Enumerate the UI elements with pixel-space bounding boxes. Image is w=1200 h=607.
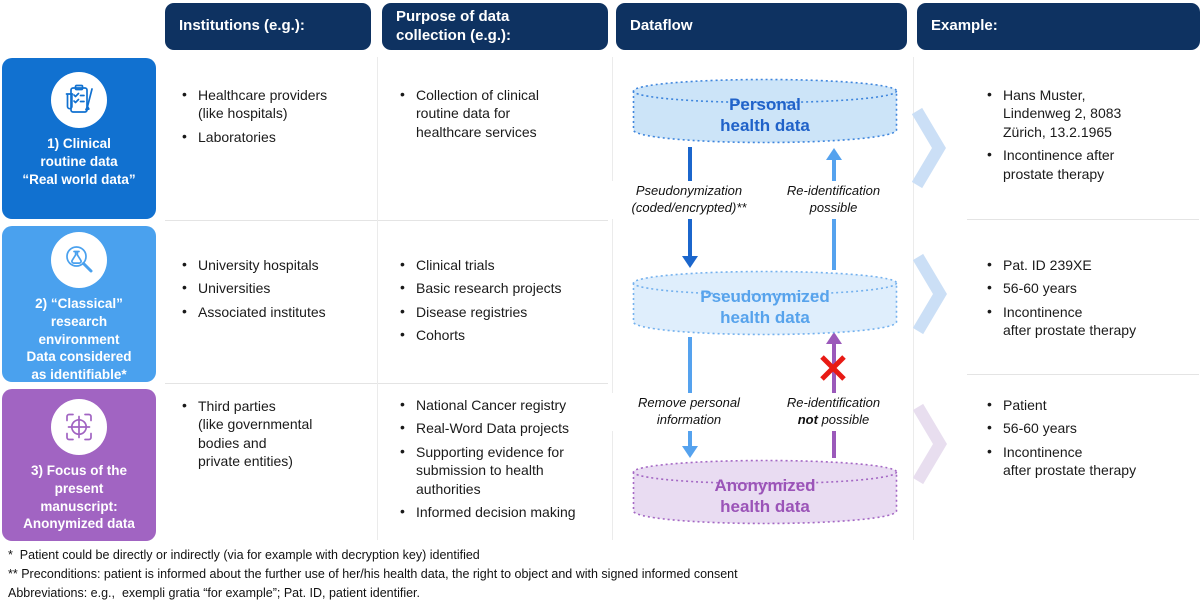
list-item: Informed decision making — [398, 502, 603, 521]
red-cross-icon — [820, 355, 846, 381]
bullet-list: Healthcare providers (like hospitals) La… — [180, 85, 372, 146]
list-item: Collection of clinical routine data for … — [398, 85, 603, 141]
category-box-clinical-routine-data: 1) Clinical routine data “Real world dat… — [2, 58, 156, 219]
bullet-list: Collection of clinical routine data for … — [398, 85, 603, 141]
remove-personal-information-label: Remove personal information — [609, 393, 769, 431]
cylinder-label: Personal health data — [720, 95, 810, 136]
list-item: Cohorts — [398, 325, 603, 344]
category-box-classical-research: 2) “Classical” research environment Data… — [2, 226, 156, 382]
row-separator — [967, 374, 1199, 375]
column-header-example: Example: — [917, 3, 1200, 50]
bullet-list: Hans Muster, Lindenweg 2, 8083 Zürich, 1… — [985, 85, 1190, 183]
column-header-institutions: Institutions (e.g.): — [165, 3, 371, 50]
category-title: 1) Clinical routine data “Real world dat… — [22, 136, 136, 187]
pseudonymized-health-data-cylinder: Pseudonymized health data — [632, 270, 898, 336]
list-item: Associated institutes — [180, 302, 372, 321]
footnote-identified: * Patient could be directly or indirectl… — [8, 548, 480, 562]
label-rest: possible — [817, 411, 870, 427]
row-separator — [165, 220, 608, 221]
database-cylinder-icon — [632, 270, 898, 336]
row-separator — [967, 219, 1199, 220]
magnifier-flask-icon — [51, 232, 107, 288]
list-item: Universities — [180, 278, 372, 297]
list-item: National Cancer registry — [398, 395, 603, 414]
bullet-list: National Cancer registry Real-Word Data … — [398, 395, 603, 522]
bullet-list: Pat. ID 239XE 56-60 years Incontinence a… — [985, 255, 1190, 340]
anonymization-arrow-line — [688, 337, 692, 447]
list-item: Laboratories — [180, 127, 372, 146]
personal-health-data-cylinder: Personal health data — [632, 78, 898, 144]
chevron-right-icon — [913, 403, 947, 485]
label-line1: Re-identification — [786, 395, 881, 410]
list-item: Clinical trials — [398, 255, 603, 274]
anonymized-health-data-cylinder: Anonymized health data — [632, 459, 898, 525]
list-item: Patient — [985, 395, 1190, 414]
chevron-right-icon — [913, 253, 947, 335]
bullet-list: Patient 56-60 years Incontinence after p… — [985, 395, 1190, 480]
chevron-right-icon — [912, 107, 946, 189]
bullet-list: University hospitals Universities Associ… — [180, 255, 372, 321]
category-box-anonymized-data-focus: 3) Focus of the present manuscript: Anon… — [2, 389, 156, 541]
bullet-list: Third parties (like governmental bodies … — [180, 396, 372, 471]
column-separator — [612, 57, 613, 540]
institutions-cell-row1: Healthcare providers (like hospitals) La… — [180, 85, 372, 151]
arrow-down-icon — [682, 256, 698, 268]
arrow-up-icon — [826, 332, 842, 344]
clipboard-checklist-icon — [51, 72, 107, 128]
footnotes: * Patient could be directly or indirectl… — [8, 546, 1188, 603]
list-item: Healthcare providers (like hospitals) — [180, 85, 372, 123]
footnote-preconditions: ** Preconditions: patient is informed ab… — [8, 567, 738, 581]
database-cylinder-icon — [632, 78, 898, 144]
list-item: Pat. ID 239XE — [985, 255, 1190, 274]
cylinder-label: Pseudonymized health data — [700, 287, 830, 328]
label-not-word: not — [797, 411, 818, 427]
list-item: Basic research projects — [398, 278, 603, 297]
column-header-purpose: Purpose of data collection (e.g.): — [382, 3, 608, 50]
database-cylinder-icon — [632, 459, 898, 525]
footnote-abbreviations: Abbreviations: e.g., exempli gratia “for… — [8, 586, 421, 600]
arrow-down-icon — [682, 446, 698, 458]
cylinder-label: Anonymized health data — [714, 476, 816, 517]
arrow-up-icon — [826, 148, 842, 160]
category-title: 2) “Classical” research environment Data… — [26, 296, 132, 383]
purpose-cell-row2: Clinical trials Basic research projects … — [398, 255, 603, 350]
list-item: 56-60 years — [985, 278, 1190, 297]
column-separator — [377, 57, 378, 540]
reidentification-possible-label: Re-identification possible — [761, 181, 906, 219]
purpose-cell-row1: Collection of clinical routine data for … — [398, 85, 603, 146]
list-item: 56-60 years — [985, 418, 1190, 437]
column-header-dataflow: Dataflow — [616, 3, 907, 50]
list-item: Disease registries — [398, 302, 603, 321]
dataflow-column: Pseudonymization (coded/encrypted)** Re-… — [609, 0, 910, 545]
column-separator — [913, 57, 914, 540]
example-cell-row2: Pat. ID 239XE 56-60 years Incontinence a… — [985, 255, 1190, 345]
list-item: Incontinence after prostate therapy — [985, 442, 1190, 480]
example-cell-row3: Patient 56-60 years Incontinence after p… — [985, 395, 1190, 485]
category-title: 3) Focus of the present manuscript: Anon… — [23, 463, 135, 532]
list-item: Real-Word Data projects — [398, 418, 603, 437]
institutions-cell-row2: University hospitals Universities Associ… — [180, 255, 372, 326]
list-item: Third parties (like governmental bodies … — [180, 396, 372, 471]
list-item: Supporting evidence for submission to he… — [398, 442, 603, 498]
row-separator — [165, 383, 608, 384]
bullet-list: Clinical trials Basic research projects … — [398, 255, 603, 345]
list-item: Incontinence after prostate therapy — [985, 145, 1190, 183]
list-item: Incontinence after prostate therapy — [985, 302, 1190, 340]
list-item: Hans Muster, Lindenweg 2, 8083 Zürich, 1… — [985, 85, 1190, 141]
institutions-cell-row3: Third parties (like governmental bodies … — [180, 396, 372, 476]
example-cell-row1: Hans Muster, Lindenweg 2, 8083 Zürich, 1… — [985, 85, 1190, 188]
purpose-cell-row3: National Cancer registry Real-Word Data … — [398, 395, 603, 527]
focus-target-icon — [51, 399, 107, 455]
pseudonymization-label: Pseudonymization (coded/encrypted)** — [609, 181, 769, 219]
list-item: University hospitals — [180, 255, 372, 274]
